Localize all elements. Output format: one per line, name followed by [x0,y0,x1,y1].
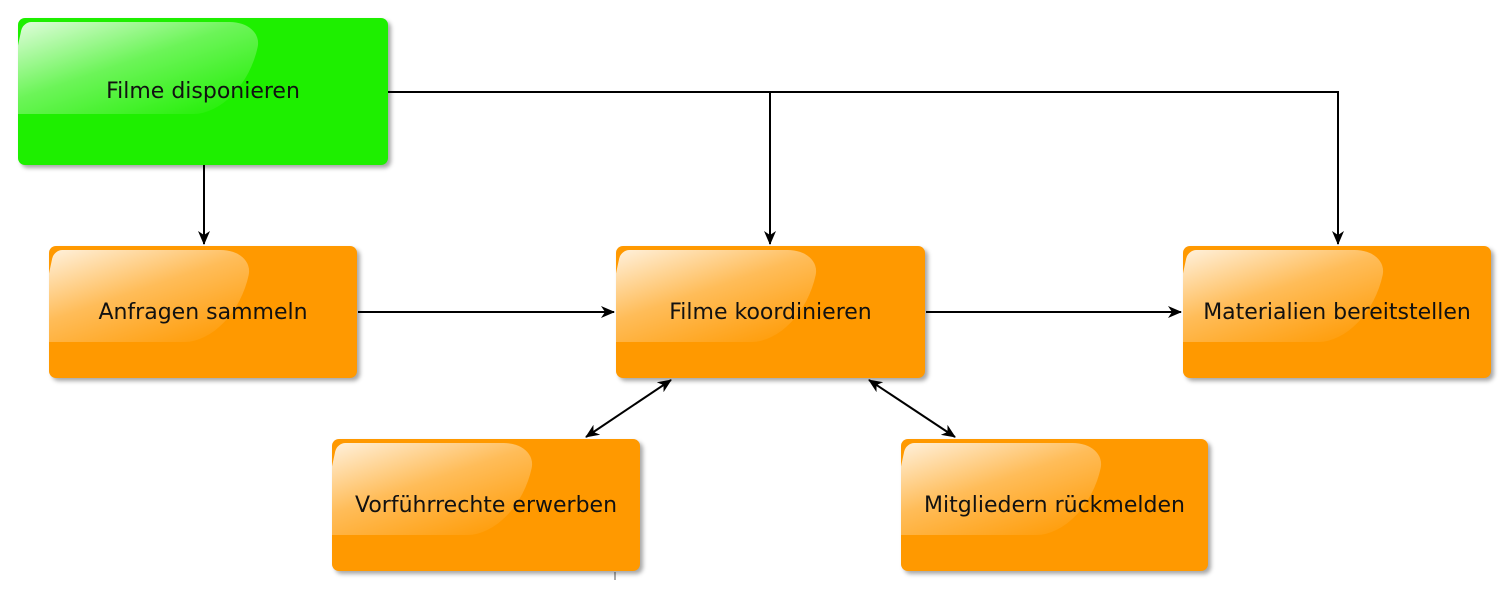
node-label: Mitgliedern rückmelden [924,492,1185,518]
node-label: Vorführrechte erwerben [354,492,618,518]
edge-disponieren-to-koordinieren [388,91,776,245]
node-materialien-bereitstellen[interactable]: Materialien bereitstellen [1183,246,1491,378]
node-vorfuehrrechte-erwerben[interactable]: Vorführrechte erwerben [332,439,640,571]
node-label: Filme disponieren [106,79,300,104]
node-mitgliedern-rueckmelden[interactable]: Mitgliedern rückmelden [901,439,1208,571]
edge-koordinieren-vorfuehrrechte [585,379,672,438]
edge-koordinieren-mitgliedern [868,379,956,438]
node-filme-koordinieren[interactable]: Filme koordinieren [616,246,925,378]
node-label: Anfragen sammeln [98,299,308,325]
edge-disponieren-to-materialien [770,91,1344,245]
node-anfragen-sammeln[interactable]: Anfragen sammeln [49,246,357,378]
node-filme-disponieren[interactable]: Filme disponieren [18,18,388,165]
node-label: Materialien bereitstellen [1203,299,1471,325]
node-label: Filme koordinieren [669,299,872,325]
